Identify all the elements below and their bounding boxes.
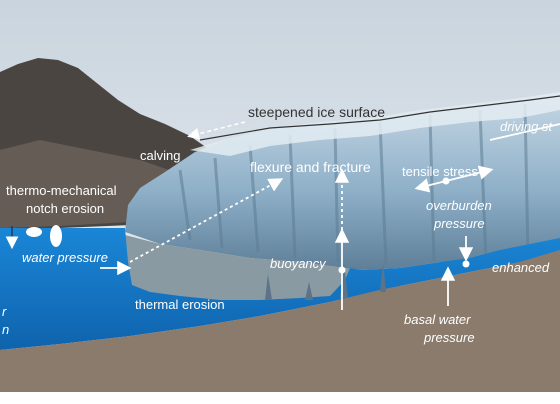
driving-stress-arrow bbox=[489, 123, 560, 141]
tensile-stress-point bbox=[442, 177, 450, 185]
label-driving-stress: driving st bbox=[500, 119, 553, 134]
bedrock-bottom-band bbox=[0, 392, 560, 404]
ice-block-large bbox=[50, 225, 62, 247]
label-thermal-erosion: thermal erosion bbox=[135, 297, 225, 312]
bedrock bbox=[0, 250, 560, 404]
flexure-dotted-arrow bbox=[129, 178, 284, 263]
buoyancy-point bbox=[338, 266, 346, 274]
label-overburden-line1: overburden bbox=[426, 198, 492, 213]
label-notch-line1: thermo-mechanical bbox=[6, 183, 117, 198]
label-tensile-stress: tensile stress bbox=[402, 164, 478, 179]
label-water-pressure: water pressure bbox=[22, 250, 108, 265]
label-edge-r: r bbox=[2, 304, 7, 319]
label-overburden-line2: pressure bbox=[433, 216, 485, 231]
fjord-water bbox=[125, 235, 400, 300]
overburden-point bbox=[462, 260, 470, 268]
label-buoyancy: buoyancy bbox=[270, 256, 327, 271]
steepened-surface-line bbox=[199, 95, 560, 141]
label-steepened-ice-surface: steepened ice surface bbox=[248, 104, 385, 120]
label-enhanced: enhanced bbox=[492, 260, 550, 275]
ice-block-small bbox=[26, 227, 42, 237]
label-flexure-fracture: flexure and fracture bbox=[250, 159, 371, 175]
label-calving: calving bbox=[140, 148, 180, 163]
label-basal-line2: pressure bbox=[423, 330, 475, 345]
label-notch-line2: notch erosion bbox=[26, 201, 104, 216]
steepened-surface-arrow bbox=[187, 121, 246, 140]
label-basal-line1: basal water bbox=[404, 312, 471, 327]
tensile-stress-arrow bbox=[414, 165, 494, 193]
label-edge-n: n bbox=[2, 322, 9, 337]
diagram-water bbox=[0, 228, 560, 350]
